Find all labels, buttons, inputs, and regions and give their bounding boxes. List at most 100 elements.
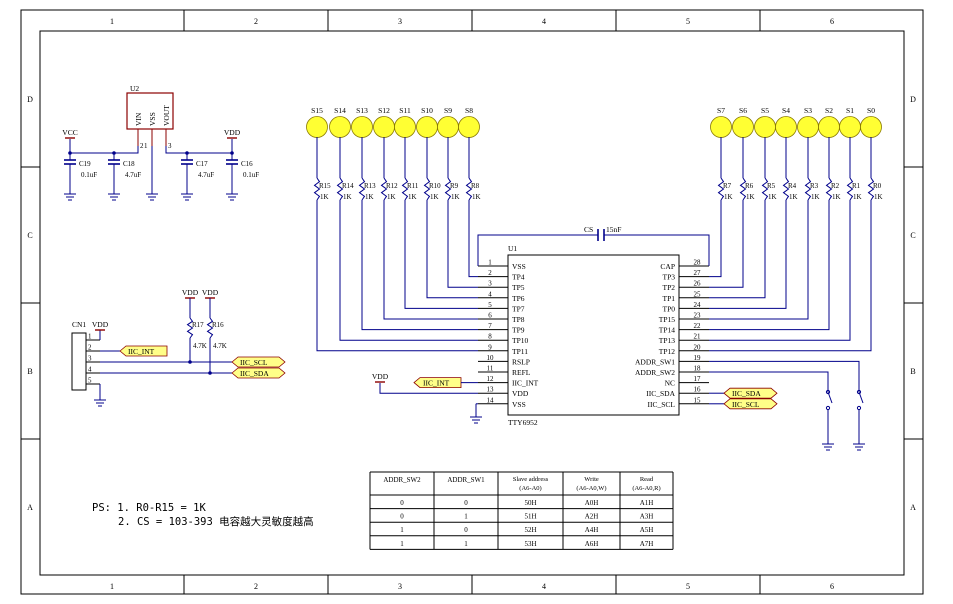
touch-sensor-pad [416, 116, 438, 138]
u1-pin-name: CAP [660, 262, 675, 271]
u1-pin-number: 20 [694, 343, 702, 351]
sensor-label: S2 [825, 106, 833, 115]
u1-pin-number: 18 [694, 365, 702, 373]
u1-pin-number: 23 [694, 312, 702, 320]
u1-pin-name: RSLP [512, 357, 530, 366]
cn1-iic-scl-port [231, 356, 286, 368]
note-line-2: 2. CS = 103-393 电容越大灵敏度越高 [118, 515, 314, 528]
sensor-label: S11 [399, 106, 411, 115]
cn1-iic-scl-port-label: IIC_SCL [240, 358, 268, 367]
resistor-ref: R6 [745, 182, 754, 190]
sensor-label: S15 [311, 106, 323, 115]
u1-pin-name: TP2 [662, 283, 675, 292]
touch-sensor-pad [775, 116, 797, 138]
resistor-body [313, 177, 321, 201]
switch-contact [825, 389, 831, 395]
cap-ref: C18 [123, 160, 135, 168]
cap-value: 4.7uF [198, 171, 214, 179]
wire [709, 360, 860, 392]
wire [709, 200, 809, 320]
u2-pin-number: 1 [144, 142, 148, 150]
column-label-bottom: 1 [110, 582, 114, 591]
resistor-ref: R14 [342, 182, 354, 190]
touch-sensor-pad [797, 116, 819, 138]
wire [709, 200, 766, 299]
resistor-body [401, 177, 409, 201]
iic-sda-port-label: IIC_SDA [732, 389, 761, 398]
u1-pin-number: 4 [488, 290, 492, 298]
u2-pin-number: 3 [168, 142, 172, 150]
sensor-label: S4 [782, 106, 790, 115]
table-header: Read [640, 476, 654, 483]
column-label-bottom: 6 [830, 582, 834, 591]
u1-pin-name: TP14 [659, 326, 676, 335]
u1-pin-name: TP15 [659, 315, 676, 324]
table-cell: A6H [585, 540, 599, 548]
cap-value: 4.7uF [125, 171, 141, 179]
u1-pin-number: 11 [487, 365, 494, 373]
u1-pin-number: 21 [694, 333, 702, 341]
u1-pin-name: TP13 [659, 336, 676, 345]
resistor-ref: R2 [831, 182, 840, 190]
resistor-ref: R4 [788, 182, 797, 190]
u2-pin-name: VIN [134, 112, 143, 126]
u2-pin-name: VSS [148, 112, 157, 126]
wire [404, 200, 478, 309]
u1-pin-number: 3 [488, 280, 492, 288]
u1-pin-name: TP5 [512, 283, 525, 292]
iic-scl-port [723, 398, 778, 410]
u1-pin-name: REFL [512, 368, 531, 377]
u1-pin-name: TP0 [662, 304, 675, 313]
pullup-value: 4.7K [213, 342, 227, 350]
wire [447, 200, 478, 288]
column-label-bottom: 4 [542, 582, 546, 591]
resistor-body [465, 177, 473, 201]
column-label-top: 4 [542, 17, 546, 26]
table-header: (A6-A0,W) [576, 485, 606, 492]
resistor-value: 1K [430, 193, 439, 201]
resistor-ref: R5 [767, 182, 776, 190]
resistor-value: 1K [853, 193, 862, 201]
column-label-top: 1 [110, 17, 114, 26]
wire [339, 200, 478, 341]
wire [165, 139, 233, 154]
resistor-body [867, 177, 875, 201]
resistor-body [380, 177, 388, 201]
table-cell: 50H [524, 499, 536, 507]
column-label-top: 3 [398, 17, 402, 26]
u1-pin-name: TP8 [512, 315, 525, 324]
u1-body [507, 254, 680, 416]
table-cell: A4H [585, 526, 599, 534]
wire [604, 234, 710, 266]
u1-pin-number: 12 [487, 375, 495, 383]
u1-part-number: TTY6952 [508, 418, 538, 427]
cn1-iic-int-port-label: IIC_INT [128, 347, 155, 356]
column-label-top: 2 [254, 17, 258, 26]
touch-sensor-pad [839, 116, 861, 138]
resistor-ref: R0 [873, 182, 882, 190]
touch-sensor-pad [754, 116, 776, 138]
u1-pin-number: 7 [488, 322, 492, 330]
u1-pin-number: 13 [487, 386, 495, 394]
resistor-body [761, 177, 769, 201]
u2-designator: U2 [130, 84, 139, 93]
iic-sda-port [723, 387, 778, 399]
u1-designator: U1 [508, 244, 517, 253]
resistor-value: 1K [746, 193, 755, 201]
u1-pin-name: ADDR_SW2 [635, 368, 675, 377]
u1-pin-number: 15 [694, 396, 702, 404]
table-cell: 51H [524, 513, 536, 521]
u1-pin-name: TP9 [512, 326, 525, 335]
table-cell: A0H [585, 499, 599, 507]
table-cell: A3H [640, 513, 654, 521]
sensor-label: S10 [421, 106, 433, 115]
pullup-vdd-label: VDD [182, 288, 199, 297]
sensor-label: S14 [334, 106, 346, 115]
row-label-right: D [910, 95, 916, 104]
cs-value: 15nF [606, 225, 621, 234]
sensor-label: S12 [378, 106, 390, 115]
resistor-value: 1K [472, 193, 481, 201]
touch-sensor-pad [437, 116, 459, 138]
wire [69, 139, 139, 154]
